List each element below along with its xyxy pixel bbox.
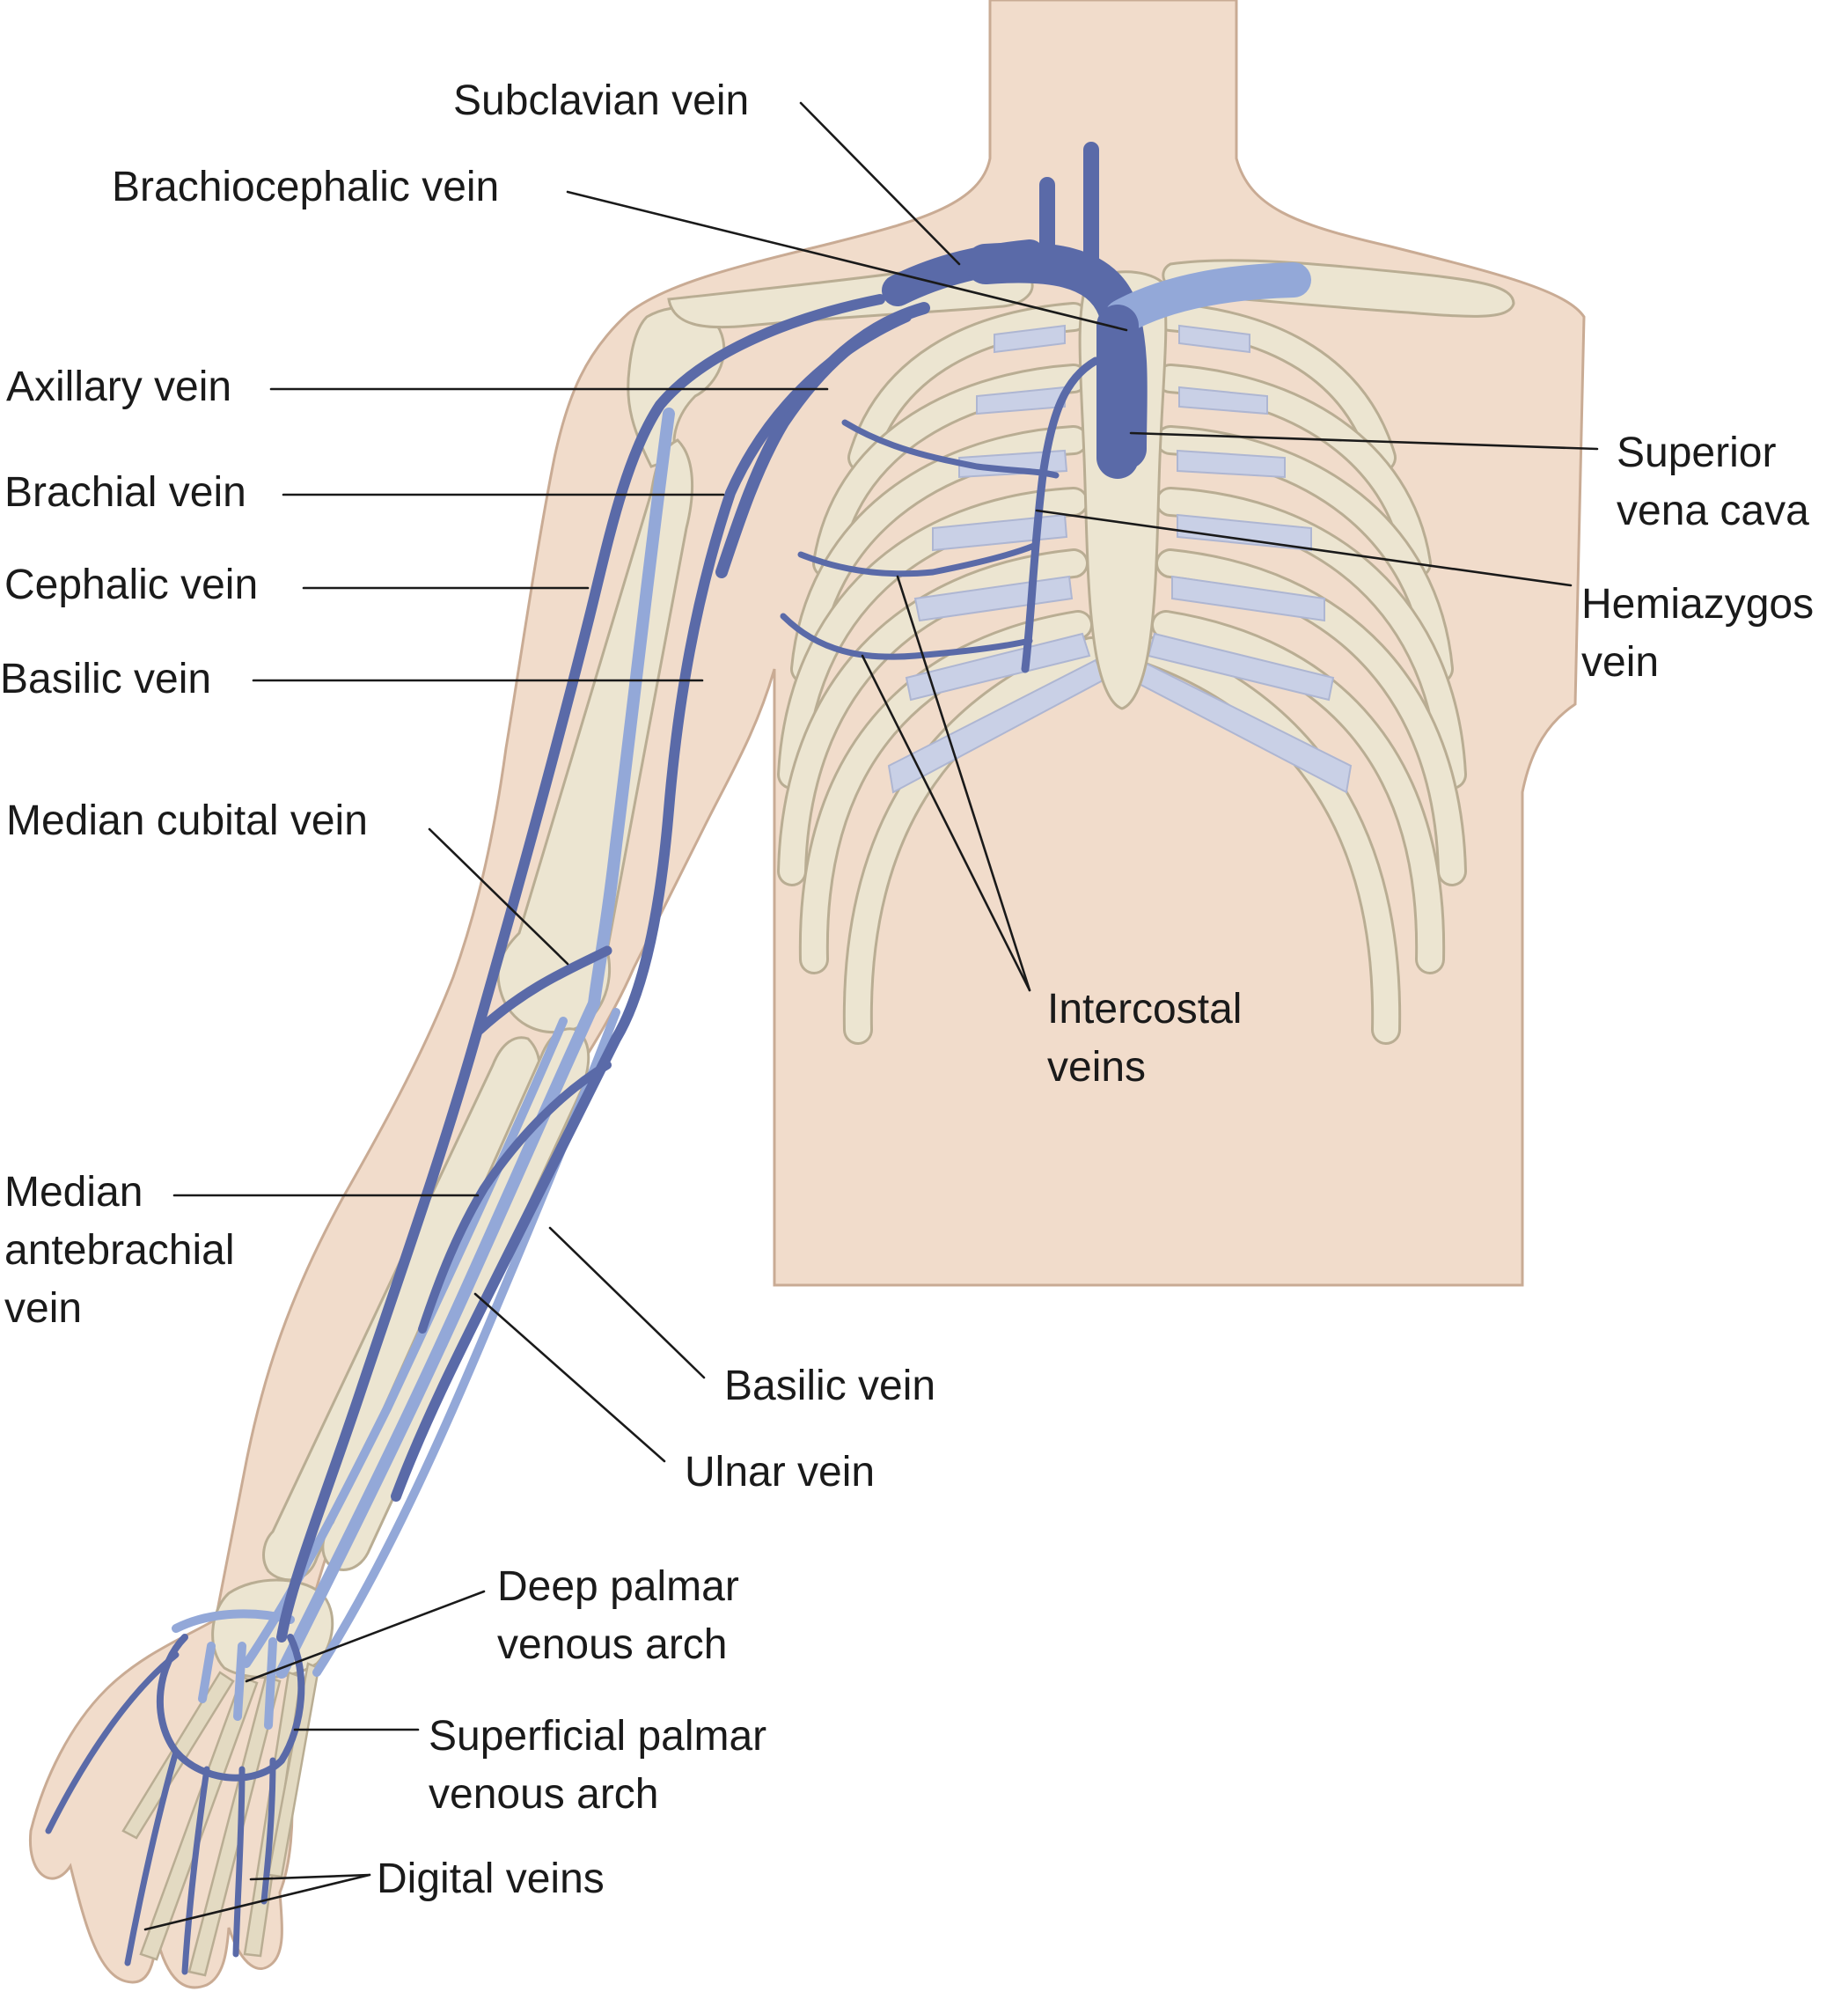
label-ulnar-vein: Ulnar vein xyxy=(685,1449,875,1496)
median-cubital-vein xyxy=(474,945,612,1035)
cephalic-vein xyxy=(276,294,885,1643)
label-superior-vena-cava: Superior vena cava xyxy=(1617,430,1809,534)
label-subclavian-vein: Subclavian vein xyxy=(453,77,749,124)
left-brachiocephalic-vein xyxy=(1104,262,1311,334)
intercostal-vein-2 xyxy=(797,542,1038,577)
leader-digital-2 xyxy=(143,1873,371,1931)
costal-cartilage-left xyxy=(887,324,1106,794)
leader-subclavian xyxy=(799,101,961,266)
leader-basilic-lower xyxy=(548,1226,706,1379)
finger-bones-5 xyxy=(267,1662,320,1878)
labels: Subclavian vein Brachiocephalic vein Axi… xyxy=(0,77,1825,1902)
superficial-palmar-venous-arch xyxy=(156,1634,305,1782)
leader-hemiazygos xyxy=(1035,509,1573,587)
label-median-antebrachial-vein: Median antebrachial vein xyxy=(4,1169,246,1332)
intercostal-vein-3 xyxy=(780,613,1033,660)
deep-palmar-venous-arch xyxy=(172,1609,295,1730)
label-hemiazygos-vein: Hemiazygos vein xyxy=(1581,581,1825,686)
basilic-vein-forearm xyxy=(418,1061,612,1334)
label-cephalic-vein: Cephalic vein xyxy=(4,562,258,608)
jugular-veins xyxy=(1039,142,1099,272)
leader-deep-palmar xyxy=(245,1590,486,1683)
label-median-cubital-vein: Median cubital vein xyxy=(6,797,368,844)
leader-median-cubital xyxy=(428,827,569,966)
leader-ulnar xyxy=(473,1292,666,1463)
thorax-skeleton xyxy=(667,259,1515,1045)
label-axillary-vein: Axillary vein xyxy=(6,364,231,410)
leader-digital-1 xyxy=(249,1873,371,1881)
label-intercostal-veins: Intercostal veins xyxy=(1047,986,1254,1091)
label-digital-veins: Digital veins xyxy=(377,1856,605,1902)
label-basilic-vein-lower: Basilic vein xyxy=(724,1363,935,1409)
leader-intercostal-2 xyxy=(861,654,1031,992)
label-deep-palmar-venous-arch: Deep palmar venous arch xyxy=(497,1563,751,1668)
intercostal-vein-1 xyxy=(841,419,1060,479)
leader-brachiocephalic xyxy=(566,190,1128,332)
leader-svc xyxy=(1129,431,1599,451)
label-basilic-vein-upper: Basilic vein xyxy=(0,656,211,702)
label-superficial-palmar-venous-arch: Superficial palmar venous arch xyxy=(429,1713,779,1818)
label-brachiocephalic-vein: Brachiocephalic vein xyxy=(112,164,499,210)
veins xyxy=(45,142,1311,1975)
label-brachial-vein: Brachial vein xyxy=(4,469,246,516)
leader-lines xyxy=(143,101,1599,1931)
leader-intercostal-1 xyxy=(896,575,1031,992)
digital-veins xyxy=(45,1651,276,1975)
